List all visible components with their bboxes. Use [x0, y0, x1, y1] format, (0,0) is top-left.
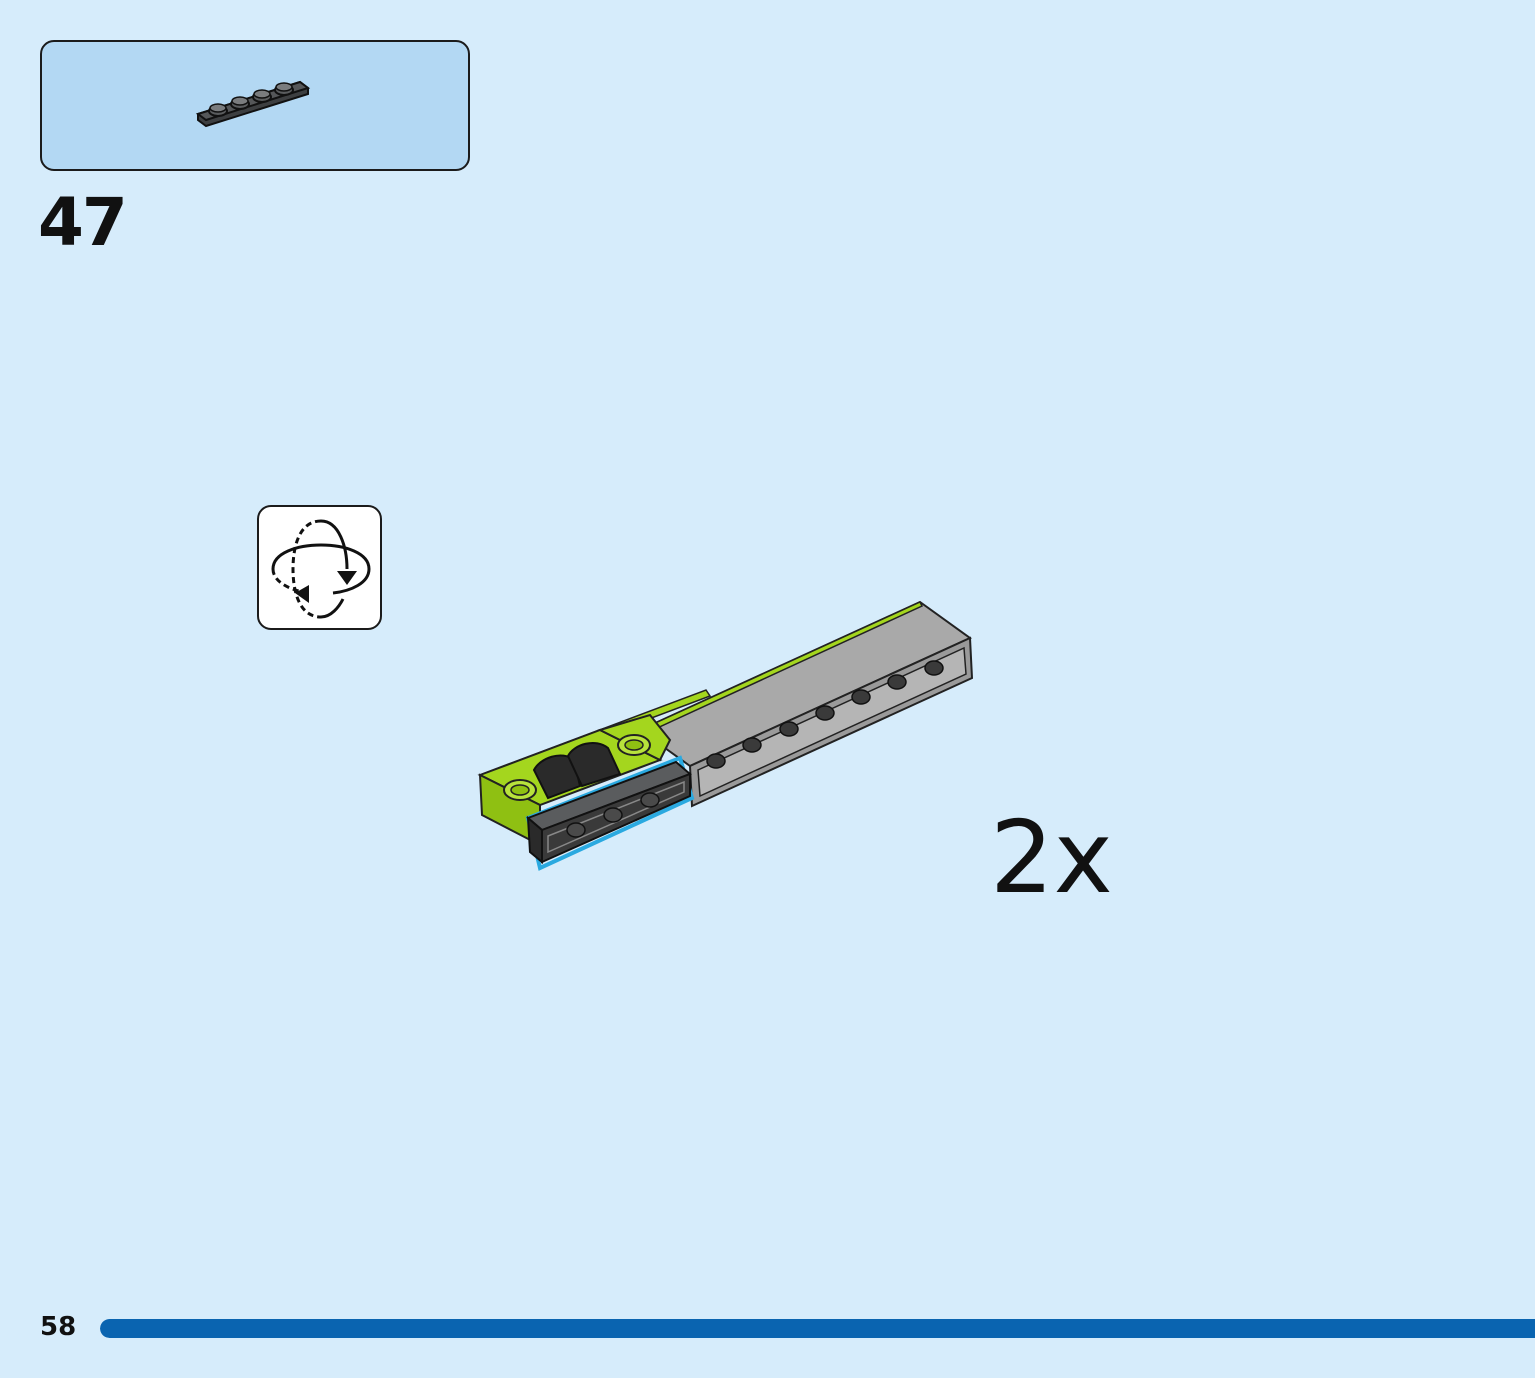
rotate-model-icon — [271, 519, 371, 619]
quantity-multiplier: 2x — [990, 799, 1113, 916]
front-studs — [706, 660, 944, 769]
page-progress-fill — [100, 1319, 1535, 1338]
step-number: 47 — [38, 184, 128, 261]
model-assembly-illustration — [477, 600, 974, 871]
page-progress-bar — [100, 1319, 1535, 1338]
page-number: 58 — [40, 1312, 77, 1342]
rotate-indicator-box — [257, 505, 382, 630]
part-plate-1x4-icon — [195, 80, 311, 128]
new-plate-studs — [566, 792, 660, 838]
lime-studs — [503, 734, 651, 801]
black-clips — [532, 741, 622, 800]
parts-callout-box — [40, 40, 470, 171]
